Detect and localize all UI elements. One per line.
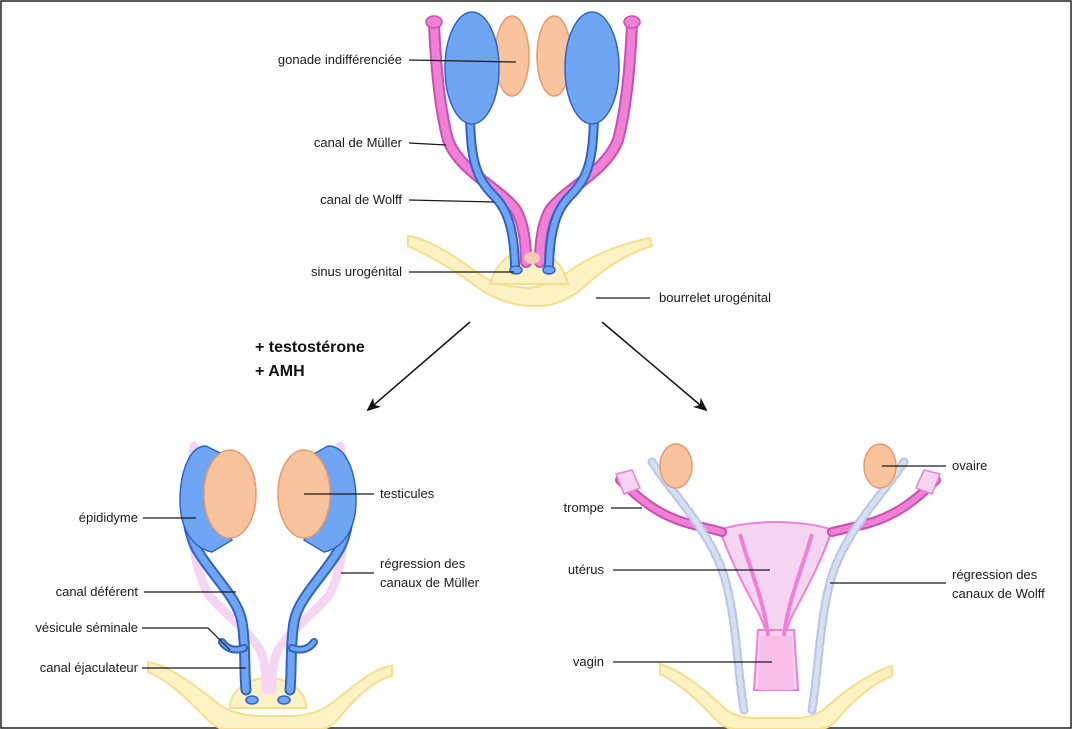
undifferentiated-stage — [408, 12, 652, 306]
wolff-ducts — [470, 110, 594, 266]
male-stage — [148, 446, 392, 729]
label-regression-mueller-1: régression des — [380, 556, 466, 571]
indifferent-gonads — [445, 12, 619, 124]
arrow-to-male — [368, 322, 470, 410]
label-testicules: testicules — [380, 486, 435, 501]
label-amh: + AMH — [255, 363, 305, 380]
label-ovaire: ovaire — [952, 458, 987, 473]
label-uterus: utérus — [568, 562, 605, 577]
ejac-opening-left — [246, 696, 258, 704]
female-stage — [616, 444, 940, 729]
label-canal-ejaculateur: canal éjaculateur — [40, 660, 139, 675]
label-regression-wolff-1: régression des — [952, 567, 1038, 582]
ovaire-left — [660, 444, 692, 488]
label-testosterone: + testostérone — [255, 339, 365, 356]
vagin-inner — [758, 636, 794, 690]
label-vesicule: vésicule séminale — [35, 620, 138, 635]
label-canal-deferent: canal déférent — [56, 584, 139, 599]
label-vagin: vagin — [573, 654, 604, 669]
label-sinus: sinus urogénital — [311, 264, 402, 279]
label-regression-mueller-2: canaux de Müller — [380, 575, 480, 590]
label-bourrelet: bourrelet urogénital — [659, 290, 771, 305]
label-canal-mueller: canal de Müller — [314, 135, 403, 150]
arrow-to-female — [602, 322, 706, 410]
label-regression-wolff-2: canaux de Wolff — [952, 586, 1045, 601]
ejac-opening-right — [278, 696, 290, 704]
testicule-left — [204, 450, 256, 538]
label-trompe: trompe — [564, 500, 604, 515]
label-gonade: gonade indifférenciée — [278, 52, 402, 67]
label-canal-wolff: canal de Wolff — [320, 192, 402, 207]
label-epididyme: épididyme — [79, 510, 138, 525]
